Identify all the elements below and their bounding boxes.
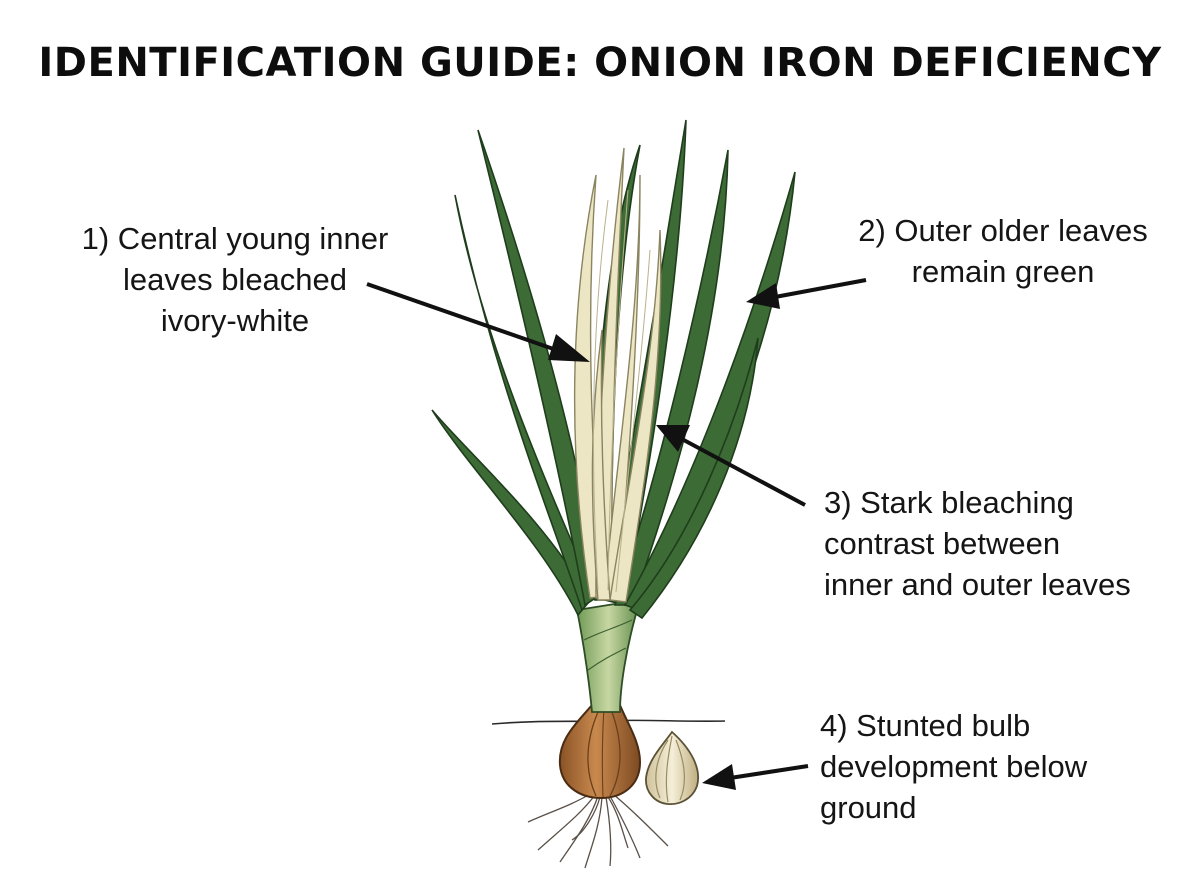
outer-green-leaves — [431, 119, 796, 620]
arrow-1-head — [548, 334, 590, 362]
roots — [527, 792, 669, 869]
main-bulb — [558, 698, 642, 800]
page-title: IDENTIFICATION GUIDE: ONION IRON DEFICIE… — [38, 40, 1162, 86]
callout-line: 1) Central young inner — [81, 221, 389, 256]
arrow-2 — [774, 278, 867, 299]
callout-bleaching-contrast: 3) Stark bleaching contrast between inne… — [824, 482, 1131, 605]
callout-line: ground — [820, 790, 917, 825]
callout-line: 4) Stunted bulb — [820, 708, 1031, 743]
inner-bleached-leaves — [573, 147, 662, 603]
callout-line: 3) Stark bleaching — [824, 485, 1074, 520]
pseudostem — [575, 598, 642, 713]
callout-outer-leaves-green: 2) Outer older leaves remain green — [828, 210, 1178, 292]
callout-arrows — [366, 278, 867, 790]
arrow-3 — [679, 436, 806, 507]
arrow-1 — [366, 282, 563, 354]
callout-inner-leaves-bleached: 1) Central young inner leaves bleached i… — [40, 218, 430, 341]
arrow-4-head — [702, 764, 736, 790]
callout-line: contrast between — [824, 526, 1061, 561]
callout-line: 2) Outer older leaves — [858, 213, 1148, 248]
callout-line: development below — [820, 749, 1088, 784]
callout-line: leaves bleached — [122, 262, 348, 297]
arrow-2-head — [746, 283, 780, 309]
callout-line: ivory-white — [160, 303, 310, 338]
small-bulb — [645, 730, 699, 805]
arrow-3-head — [656, 425, 690, 452]
callout-line: remain green — [911, 254, 1095, 289]
callout-line: inner and outer leaves — [824, 567, 1131, 602]
arrow-4 — [729, 764, 809, 780]
callout-stunted-bulb: 4) Stunted bulb development below ground — [820, 705, 1087, 828]
